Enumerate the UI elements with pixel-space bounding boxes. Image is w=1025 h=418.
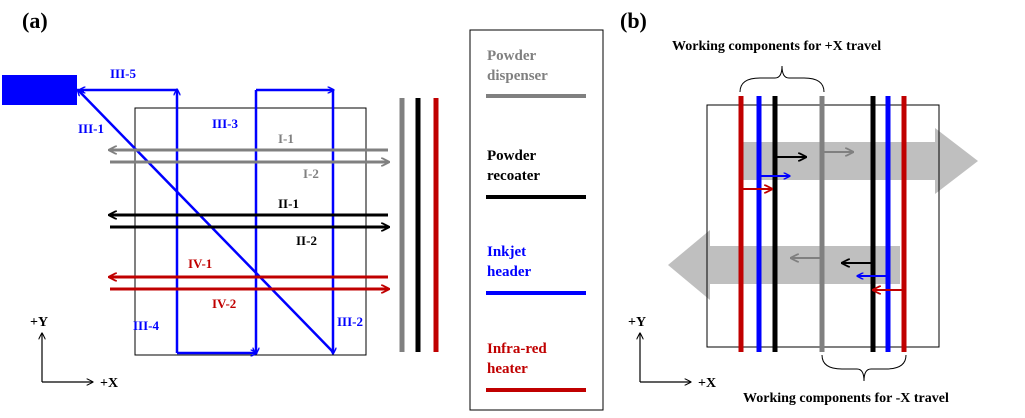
legend: Powder dispenser Powder recoater Inkjet … <box>469 29 604 411</box>
top-caption: Working components for +X travel <box>672 39 881 54</box>
label-i-1: I-1 <box>278 131 294 146</box>
label-i-2: I-2 <box>303 166 319 181</box>
label-iii-2: III-2 <box>337 314 363 329</box>
legend-box <box>469 29 604 411</box>
legend-text-1a: Powder <box>487 48 536 64</box>
legend-item-powder-dispenser: Powder dispenser <box>486 48 586 98</box>
x-axis-label: +X <box>100 376 118 391</box>
legend-item-inkjet-header: Inkjet header <box>486 244 586 295</box>
legend-text-3b: header <box>487 264 532 280</box>
legend-text-4a: Infra-red <box>487 341 547 357</box>
legend-text-3a: Inkjet <box>487 244 526 260</box>
label-iv-1: IV-1 <box>188 256 212 271</box>
y-axis-label-b: +Y <box>628 315 646 330</box>
print-head-block <box>2 75 77 105</box>
label-ii-1: II-1 <box>278 196 299 211</box>
label-iv-2: IV-2 <box>212 296 236 311</box>
big-arrow-plus-x <box>742 128 978 194</box>
legend-text-2b: recoater <box>487 168 540 184</box>
label-iii-1: III-1 <box>78 121 104 136</box>
panel-b: (b) Working components for +X travel Wor… <box>620 8 978 406</box>
panel-a: (a) III-5 III-1 III-3 I- <box>2 8 439 391</box>
build-plate <box>134 107 367 356</box>
x-axis-label-b: +X <box>698 376 716 391</box>
legend-text-4b: heater <box>487 361 528 377</box>
panel-b-label: (b) <box>620 8 647 33</box>
path-iii-1 <box>78 90 335 354</box>
axes-a: +Y +X <box>30 315 118 391</box>
label-iii-5: III-5 <box>110 66 137 81</box>
panel-a-label: (a) <box>22 8 48 33</box>
top-brace <box>739 65 825 93</box>
inkjet-path <box>78 90 334 353</box>
bottom-caption: Working components for -X travel <box>743 391 949 406</box>
legend-text-2a: Powder <box>487 148 536 164</box>
legend-item-infrared-heater: Infra-red heater <box>486 341 586 392</box>
label-iii-3: III-3 <box>212 116 239 131</box>
label-ii-2: II-2 <box>296 233 317 248</box>
y-axis-label: +Y <box>30 315 48 330</box>
axes-b: +Y +X <box>628 315 716 391</box>
legend-item-powder-recoater: Powder recoater <box>486 148 586 199</box>
label-iii-4: III-4 <box>133 318 160 333</box>
bottom-brace <box>821 354 907 382</box>
legend-text-1b: dispenser <box>487 68 548 84</box>
big-arrow-minus-x <box>668 230 900 300</box>
